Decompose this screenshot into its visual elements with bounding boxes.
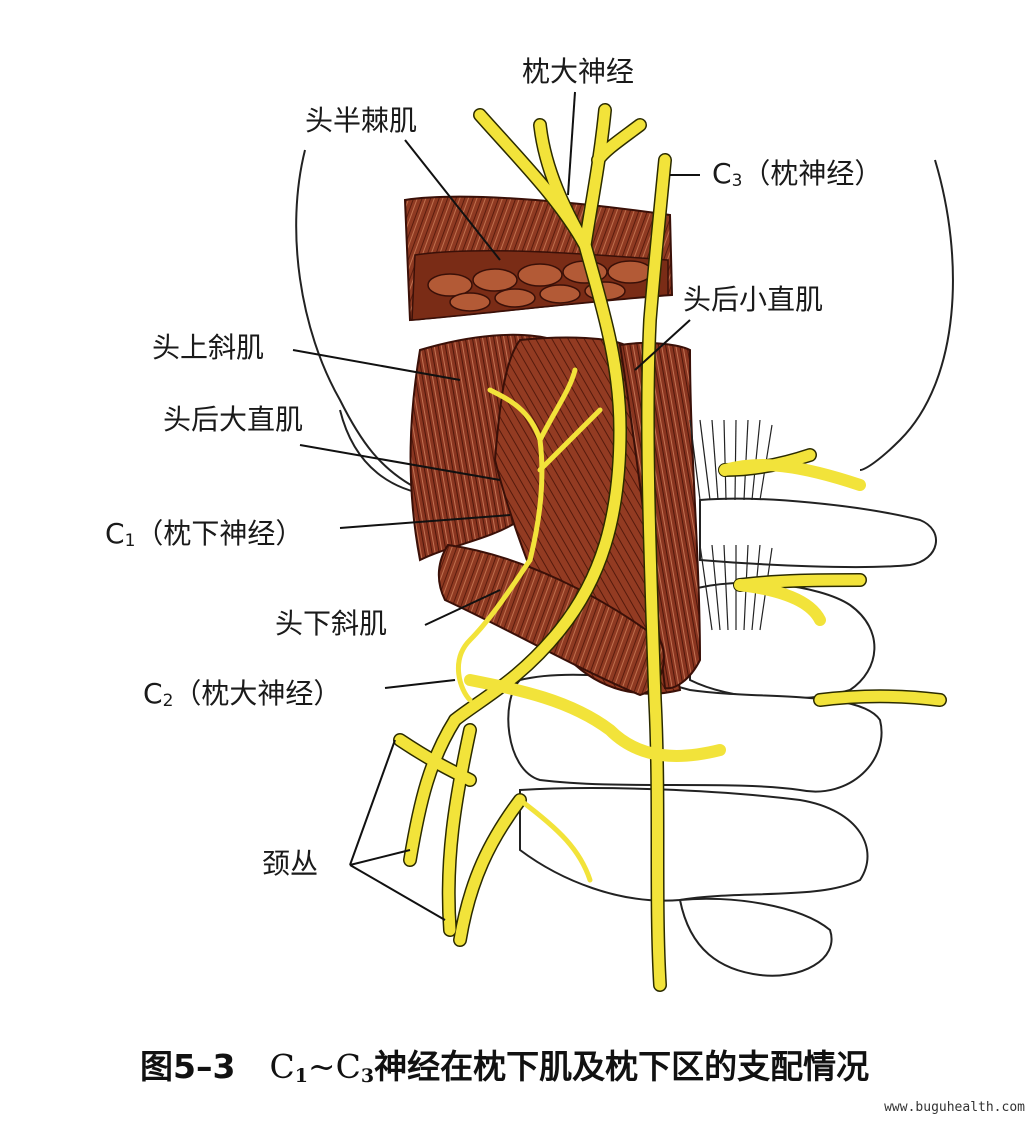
label-c1-text: （枕下神经） (135, 517, 304, 550)
skull-outline-right (859, 159, 954, 471)
label-c3-nerve: C3（枕神经） (712, 157, 883, 191)
cervical-plexus-branch-3 (454, 794, 526, 946)
caption-c3-subscript: 3 (360, 1065, 375, 1087)
ventral-rami (464, 459, 866, 762)
label-rectus-capitis-posterior-minor: 头后小直肌 (683, 283, 824, 316)
cervical-plexus-branch-1 (404, 714, 461, 866)
third-occipital-nerve (642, 154, 671, 991)
leader-lines (292, 91, 700, 921)
obliquus-inferior-muscle (437, 543, 665, 697)
label-c2-subscript: 2 (162, 691, 174, 711)
cervical-plexus-branch-2 (443, 724, 476, 936)
caption-c1-letter: C (269, 1047, 295, 1086)
label-obliquus-capitis-inferior: 头下斜肌 (275, 607, 388, 640)
label-c1-nerve: C1（枕下神经） (105, 517, 304, 551)
semispinalis-muscle (403, 195, 674, 322)
figure-number: 图5–3 (140, 1047, 236, 1086)
label-rectus-capitis-posterior-major: 头后大直肌 (163, 403, 304, 436)
label-c3-text: （枕神经） (742, 157, 883, 190)
skull-outline-left (295, 149, 421, 491)
label-semispinalis-capitis: 头半棘肌 (305, 104, 418, 137)
caption-text: 神经在枕下肌及枕下区的支配情况 (374, 1047, 870, 1086)
nerves (393, 103, 947, 992)
label-cervical-plexus: 颈丛 (262, 847, 319, 880)
watermark: www.buguhealth.com (884, 1100, 1025, 1115)
label-greater-occipital-nerve-top: 枕大神经 (522, 55, 635, 88)
figure-caption: 图5–3 C1~C3神经在枕下肌及枕下区的支配情况 (140, 1040, 869, 1088)
label-c1-subscript: 1 (124, 531, 136, 551)
label-c3-subscript: 3 (731, 171, 743, 191)
label-obliquus-capitis-superior: 头上斜肌 (152, 331, 265, 364)
caption-tilde: ~C (307, 1047, 361, 1086)
label-c2-nerve: C2（枕大神经） (143, 677, 342, 711)
label-c2-text: （枕大神经） (173, 677, 342, 710)
caption-c1-subscript: 1 (294, 1065, 308, 1087)
suboccipital-nerve (455, 367, 603, 883)
